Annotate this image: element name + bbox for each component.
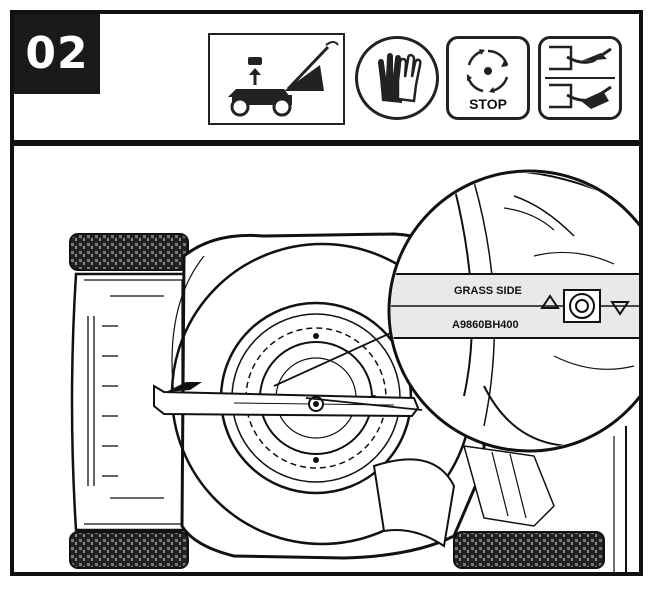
mower-underside-illustration: GRASS SIDE A9860BH400: [14, 146, 639, 572]
wheel-bottom-left: [69, 531, 189, 569]
grass-side-label: GRASS SIDE: [454, 285, 522, 297]
part-number-label: A9860BH400: [452, 319, 519, 331]
hand-cut-warning-icon: [538, 36, 622, 120]
header-divider: [10, 140, 643, 146]
wheel-bottom-right: [453, 531, 605, 569]
step-number: 02: [25, 28, 89, 79]
wheel-top-left: [69, 233, 189, 271]
step-badge: 02: [14, 14, 100, 94]
instruction-frame: [10, 10, 643, 576]
gloves-icon: [355, 36, 439, 120]
mower-lift-icon: [208, 33, 345, 125]
stop-label: STOP: [469, 96, 507, 112]
stop-blade-icon: STOP: [446, 36, 530, 120]
